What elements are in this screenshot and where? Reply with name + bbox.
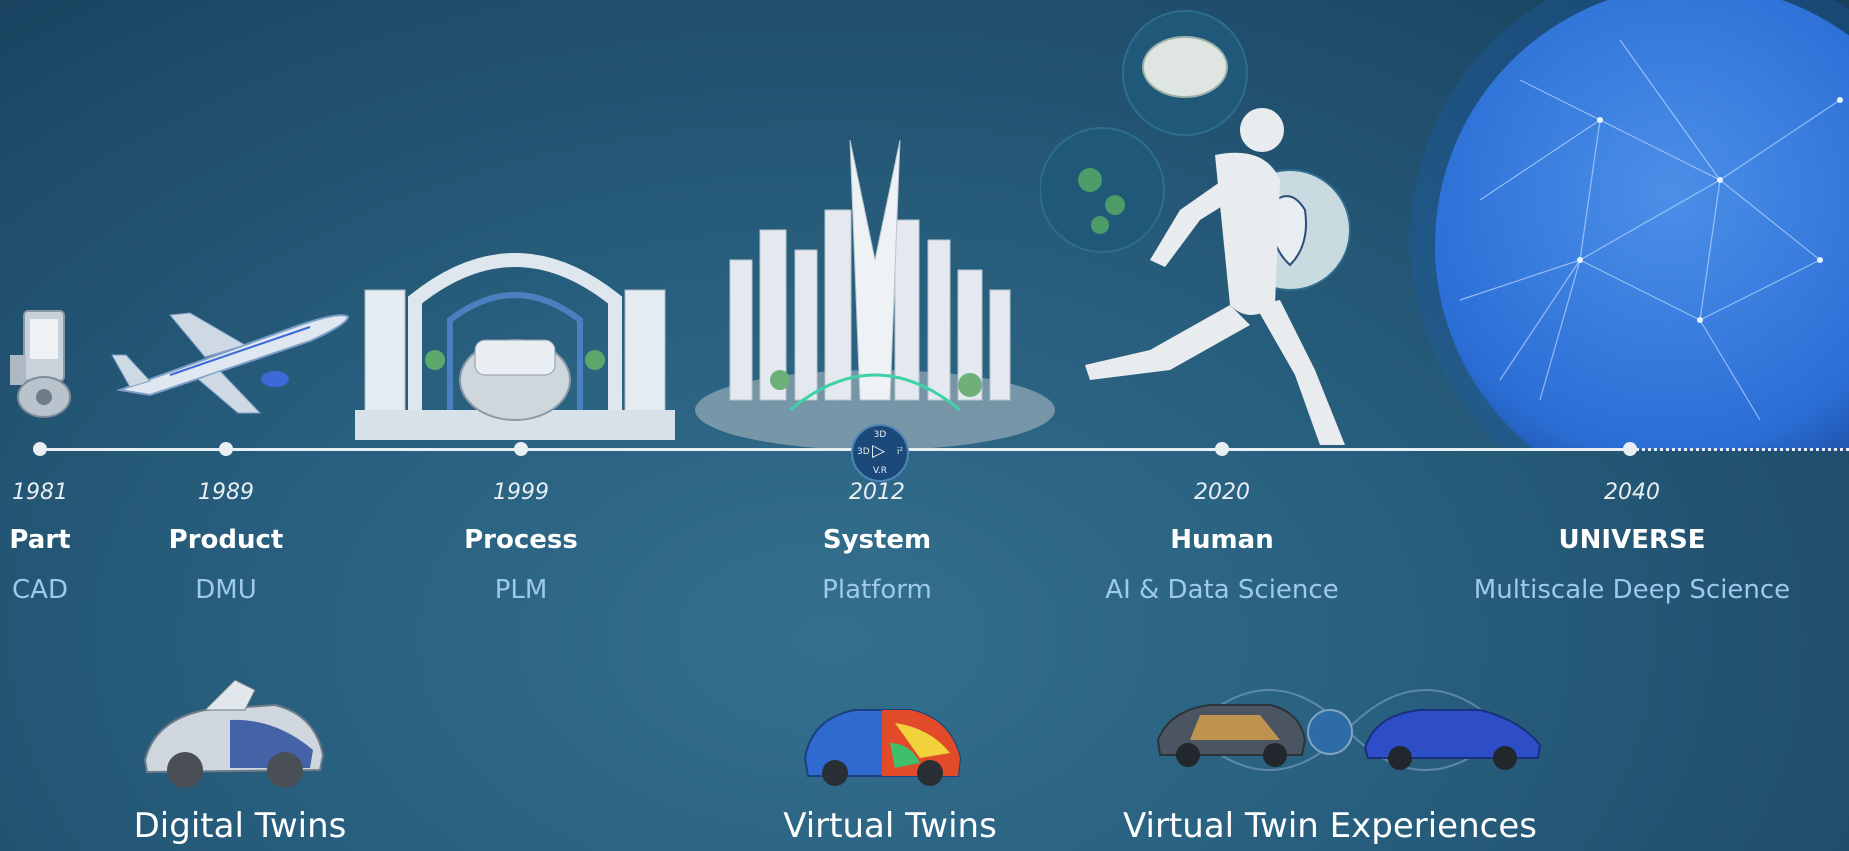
- timeline-column-product: 1989 Product DMU: [96, 478, 356, 610]
- virtual-twin-experiences-label: Virtual Twin Experiences: [1123, 806, 1537, 846]
- year-label: 1989: [198, 480, 254, 505]
- experience-cars-illustration: [1156, 689, 1542, 771]
- level-label: Process: [464, 525, 578, 555]
- technology-label: Multiscale Deep Science: [1473, 575, 1791, 605]
- year-label: 2040: [1604, 480, 1660, 505]
- virtual-twins-label: Virtual Twins: [783, 806, 997, 846]
- play-icon: ▷: [872, 441, 886, 461]
- timeline-column-process: 1999 Process PLM: [391, 478, 651, 610]
- timeline-node-2020: [1215, 442, 1229, 456]
- technology-label: CAD: [12, 575, 68, 605]
- badge-right-label: i²: [896, 447, 903, 457]
- platform-badge[interactable]: 3D 3D ▷ i² V.R: [851, 424, 909, 482]
- timeline-column-universe: 2040 UNIVERSE Multiscale Deep Science: [1442, 478, 1822, 610]
- timeline-column-part: 1981 Part CAD: [0, 478, 170, 610]
- year-label: 2012: [849, 480, 905, 505]
- digital-twin-car-illustration: [143, 679, 325, 788]
- timeline-node-1981: [33, 442, 47, 456]
- city-illustration: [695, 140, 1055, 450]
- badge-left-label: 3D: [857, 447, 870, 457]
- level-label: Human: [1170, 525, 1274, 555]
- level-label: Part: [9, 525, 71, 555]
- engine-part-illustration: [10, 310, 71, 418]
- timeline-node-1989: [219, 442, 233, 456]
- year-label: 2020: [1194, 480, 1250, 505]
- technology-label: PLM: [494, 575, 548, 605]
- assembly-line-illustration: [355, 253, 675, 440]
- timeline-column-system: 2012 System Platform: [747, 478, 1007, 610]
- level-label: System: [822, 525, 932, 555]
- year-label: 1981: [12, 480, 68, 505]
- timeline-column-human: 2020 Human AI & Data Science: [1092, 478, 1352, 610]
- timeline-future-dotted-line: [1630, 448, 1849, 451]
- timeline-line: [40, 448, 1630, 451]
- airplane-illustration: [111, 312, 350, 414]
- year-label: 1999: [493, 480, 549, 505]
- level-label: Product: [168, 525, 284, 555]
- badge-top-label: 3D: [873, 430, 887, 440]
- human-runner-illustration: [1040, 10, 1351, 445]
- level-label: UNIVERSE: [1558, 525, 1706, 555]
- timeline-node-1999: [514, 442, 528, 456]
- technology-label: AI & Data Science: [1105, 575, 1339, 605]
- technology-label: Platform: [822, 575, 932, 605]
- badge-bottom-label: V.R: [872, 466, 888, 476]
- virtual-twin-car-illustration: [803, 709, 962, 786]
- universe-globe-illustration: [1410, 0, 1849, 450]
- technology-label: DMU: [195, 575, 257, 605]
- timeline-node-2040: [1623, 442, 1637, 456]
- digital-twins-label: Digital Twins: [133, 806, 347, 846]
